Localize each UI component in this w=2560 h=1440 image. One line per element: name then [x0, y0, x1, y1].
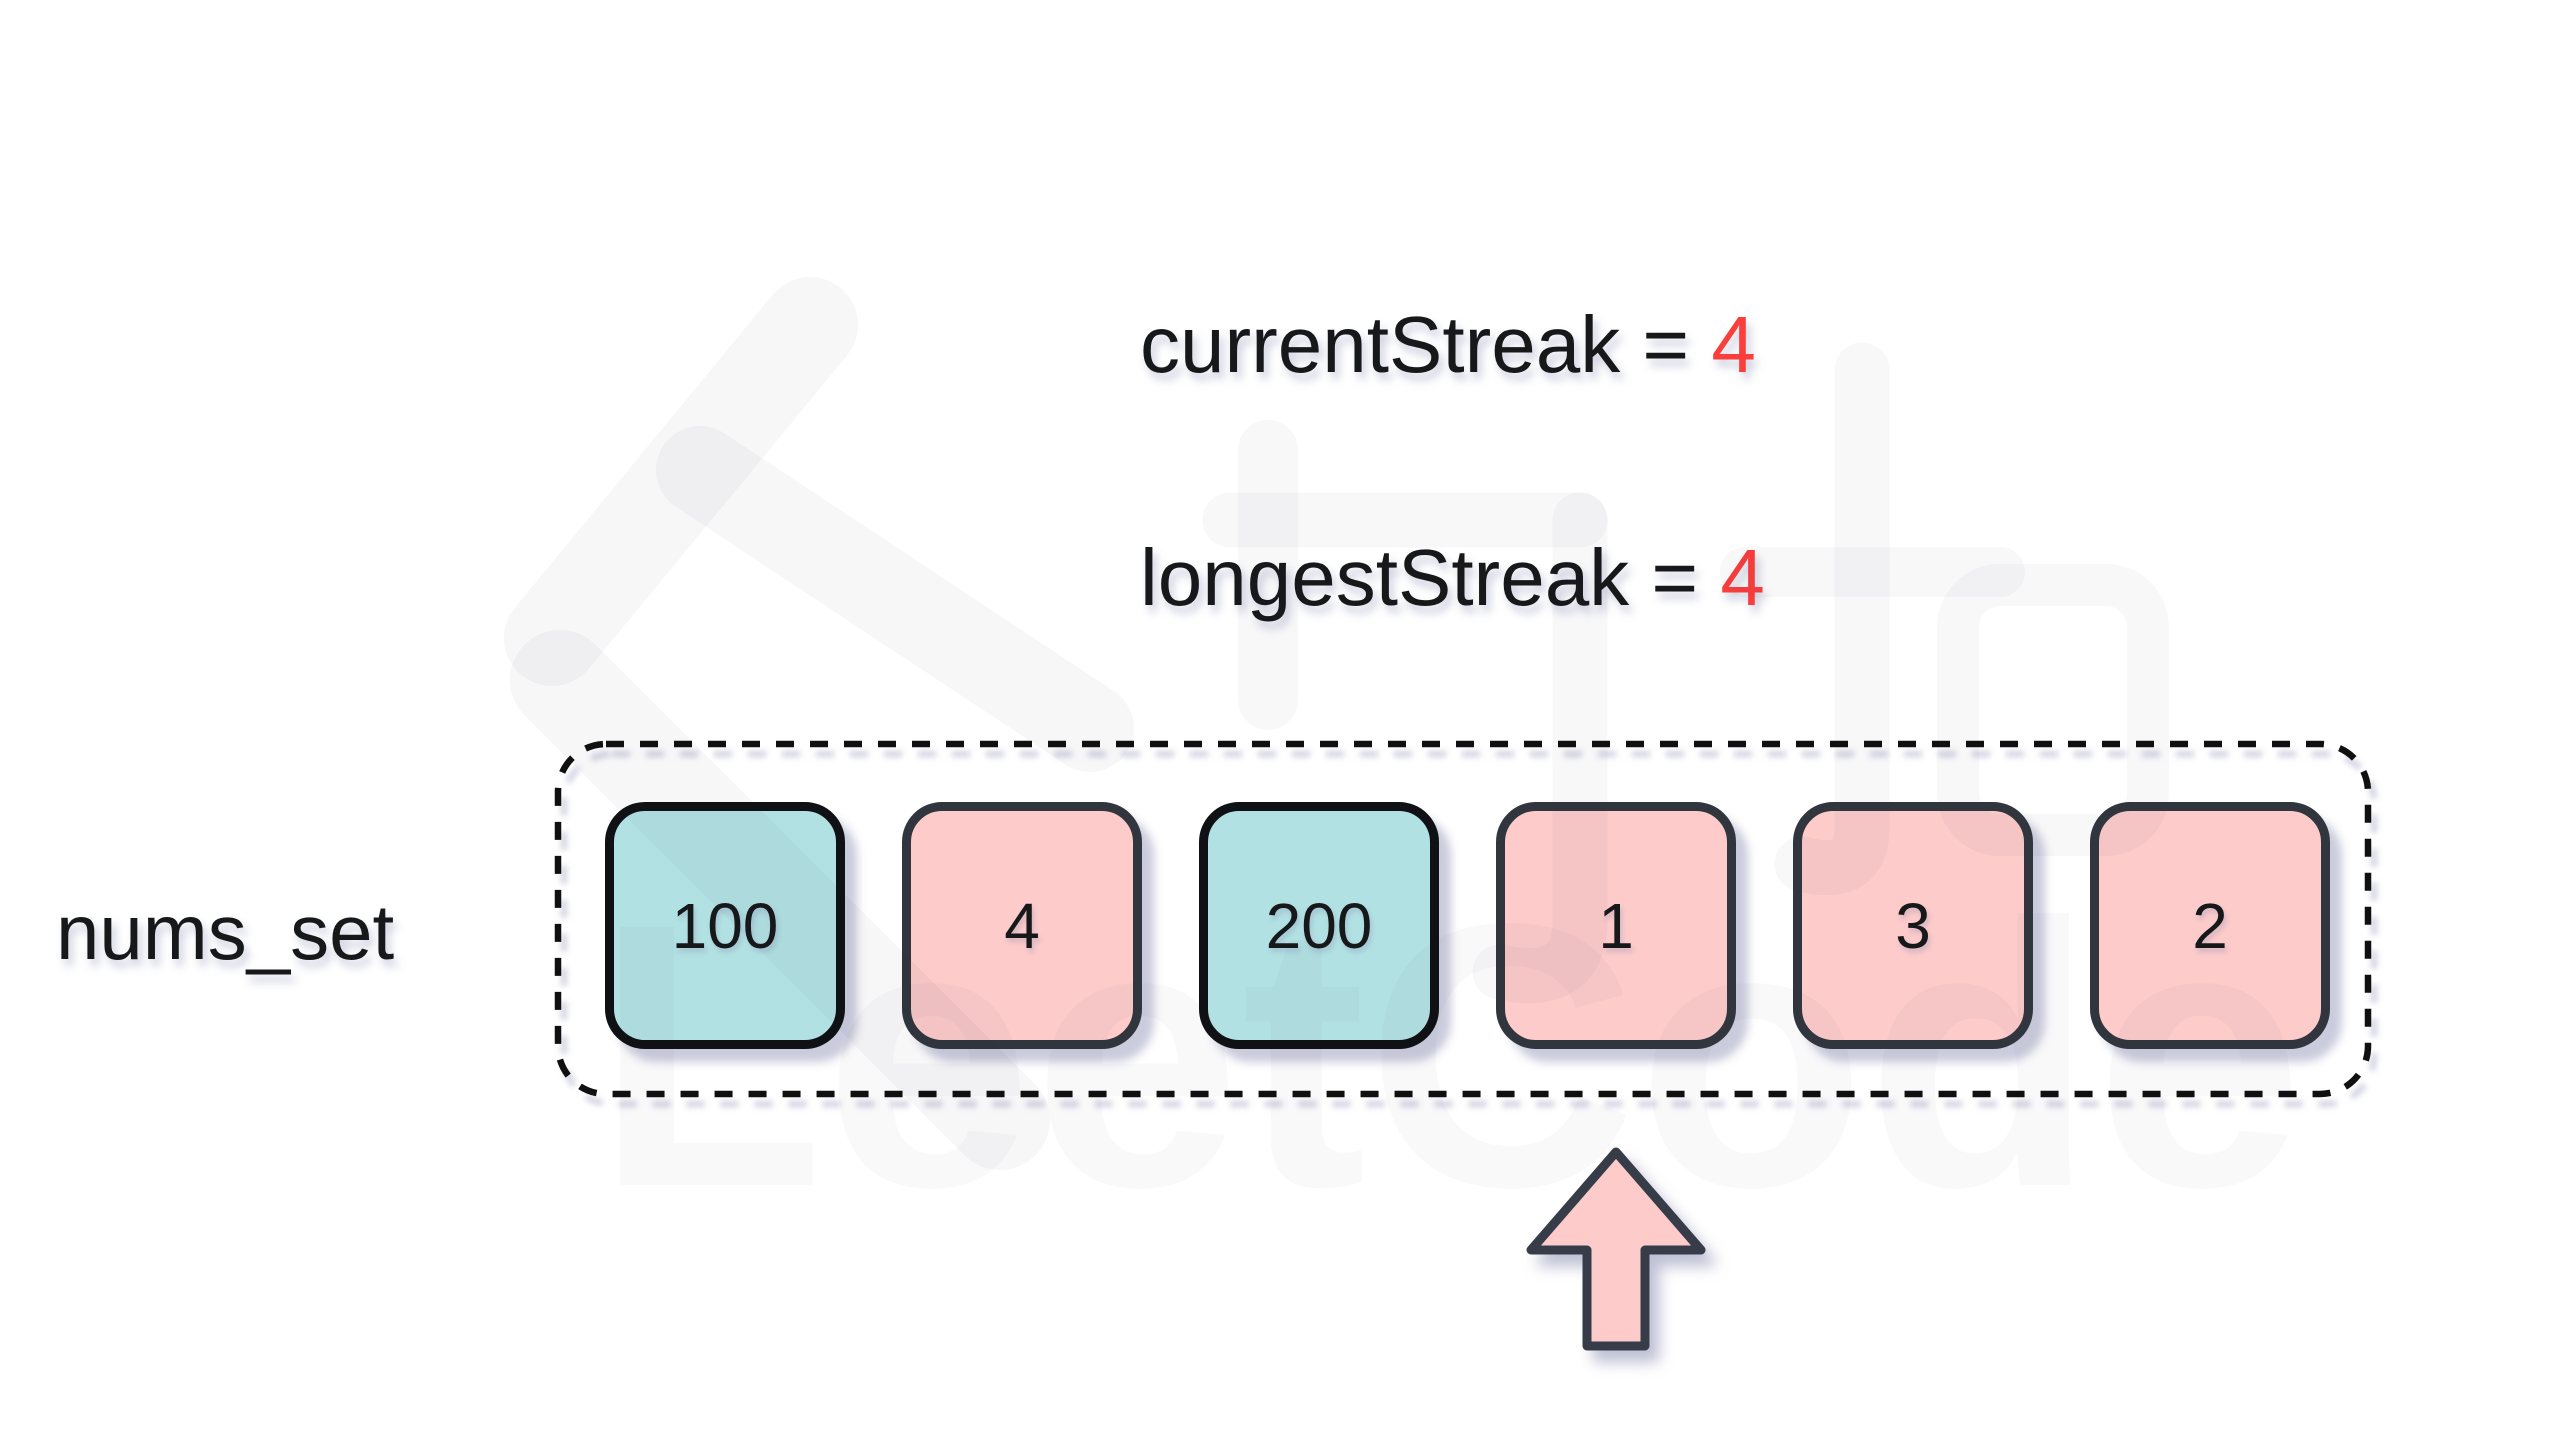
current-streak-name: currentStreak — [1140, 300, 1621, 389]
equals-sign: = — [1620, 300, 1712, 389]
set-cell-value: 3 — [1895, 889, 1931, 962]
set-cell: 4 — [902, 802, 1142, 1049]
set-cell: 3 — [1793, 802, 2033, 1049]
set-cell-value: 2 — [2192, 889, 2228, 962]
longest-streak-value: 4 — [1720, 533, 1765, 622]
set-label: nums_set — [56, 888, 395, 976]
equals-sign: = — [1629, 533, 1721, 622]
set-cell: 100 — [605, 802, 845, 1049]
set-cell-value: 100 — [671, 889, 779, 962]
set-cell-value: 1 — [1598, 889, 1634, 962]
set-cell-value: 200 — [1265, 889, 1373, 962]
longest-streak-line: longestStreak = 4 — [1140, 538, 1765, 618]
set-cell: 2 — [2090, 802, 2330, 1049]
current-streak-line: currentStreak = 4 — [1140, 305, 1756, 385]
set-cell: 200 — [1199, 802, 1439, 1049]
set-cell-value: 4 — [1004, 889, 1040, 962]
set-cell: 1 — [1496, 802, 1736, 1049]
current-streak-value: 4 — [1711, 300, 1756, 389]
longest-streak-name: longestStreak — [1140, 533, 1630, 622]
pointer-up-arrow-icon — [1526, 1147, 1706, 1351]
